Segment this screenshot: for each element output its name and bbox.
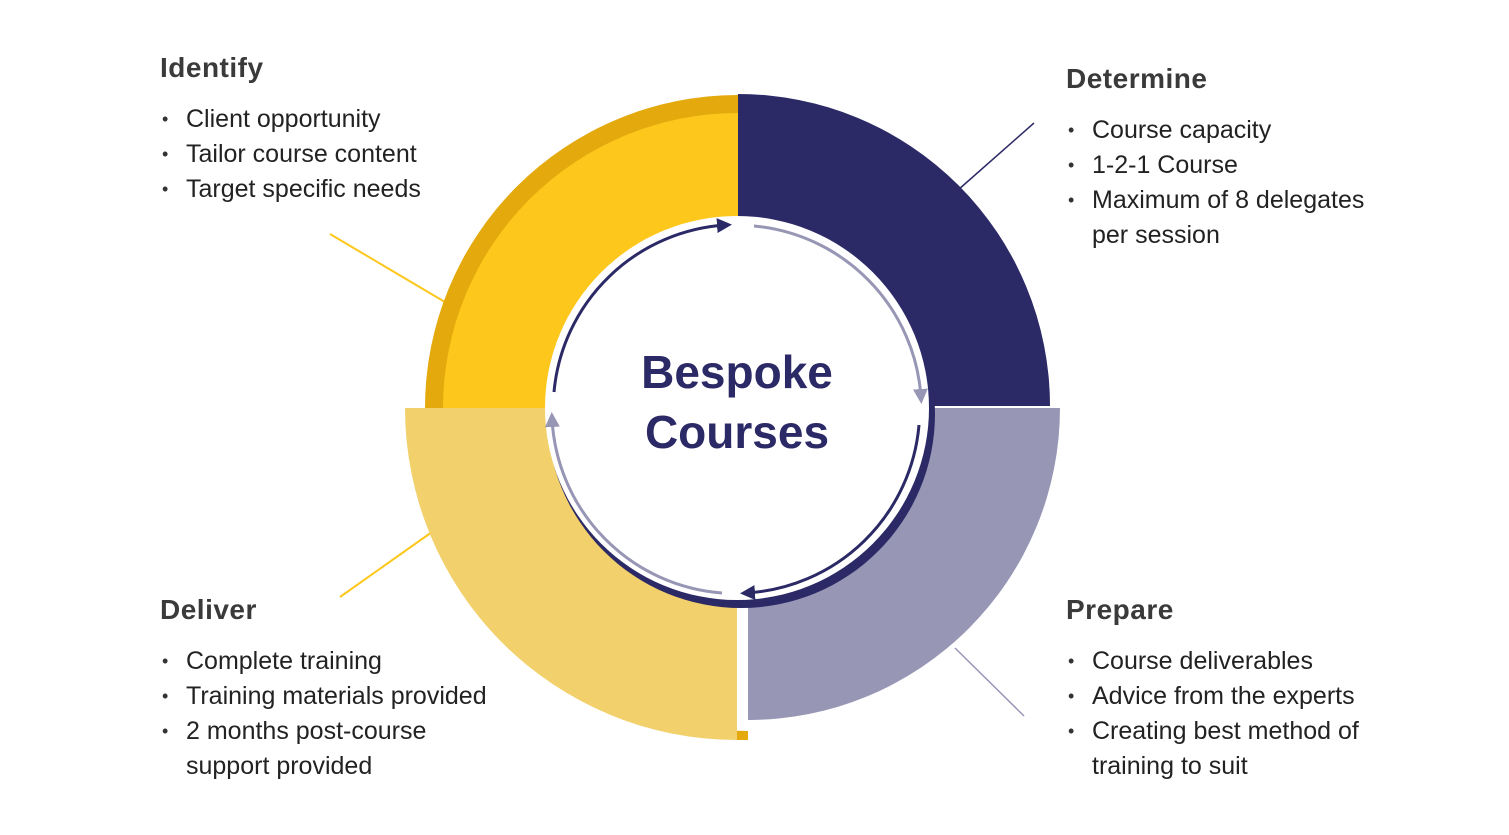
deliver-title: Deliver xyxy=(160,594,257,625)
determine-section: Determine Course capacity 1-2-1 Course M… xyxy=(1066,63,1396,253)
determine-title: Determine xyxy=(1066,63,1208,94)
identify-section: Identify Client opportunity Tailor cours… xyxy=(160,52,421,207)
determine-item: Course capacity xyxy=(1066,113,1396,148)
center-title-line2: Courses xyxy=(644,406,830,458)
inner-circle xyxy=(545,216,929,600)
deliver-segment xyxy=(405,408,737,740)
prepare-item: Advice from the experts xyxy=(1066,679,1396,714)
deliver-connector xyxy=(339,531,433,598)
identify-item: Tailor course content xyxy=(160,137,421,172)
arrow-bottom-right xyxy=(740,424,921,600)
prepare-item: Creating best method of training to suit xyxy=(1066,714,1396,784)
deliver-list: Complete training Training materials pro… xyxy=(160,644,520,784)
prepare-item: Course deliverables xyxy=(1066,644,1396,679)
determine-list: Course capacity 1-2-1 Course Maximum of … xyxy=(1066,113,1396,253)
arrow-top-right xyxy=(753,224,928,404)
identify-list: Client opportunity Tailor course content… xyxy=(160,102,421,207)
prepare-list: Course deliverables Advice from the expe… xyxy=(1066,644,1396,784)
identify-item: Client opportunity xyxy=(160,102,421,137)
arrow-top-left xyxy=(552,218,732,393)
identify-segment xyxy=(443,113,738,408)
identify-title: Identify xyxy=(160,52,264,83)
deliver-item: Complete training xyxy=(160,644,520,679)
deliver-item: Training materials provided xyxy=(160,679,520,714)
determine-item: 1-2-1 Course xyxy=(1066,148,1396,183)
center-title-line1: Bespoke xyxy=(641,346,833,398)
prepare-title: Prepare xyxy=(1066,594,1174,625)
identify-item: Target specific needs xyxy=(160,172,421,207)
deliver-item: 2 months post-course support provided xyxy=(160,714,471,784)
prepare-connector xyxy=(954,647,1025,717)
prepare-section: Prepare Course deliverables Advice from … xyxy=(1066,594,1396,784)
identify-connector xyxy=(329,233,451,306)
arrow-bottom-left xyxy=(544,412,723,595)
deliver-section: Deliver Complete training Training mater… xyxy=(160,594,520,784)
determine-item: Maximum of 8 delegates per session xyxy=(1066,183,1396,253)
determine-connector xyxy=(957,122,1035,191)
center-title: Bespoke Courses xyxy=(537,342,937,462)
prepare-segment xyxy=(748,408,1060,720)
determine-segment xyxy=(738,94,1050,406)
